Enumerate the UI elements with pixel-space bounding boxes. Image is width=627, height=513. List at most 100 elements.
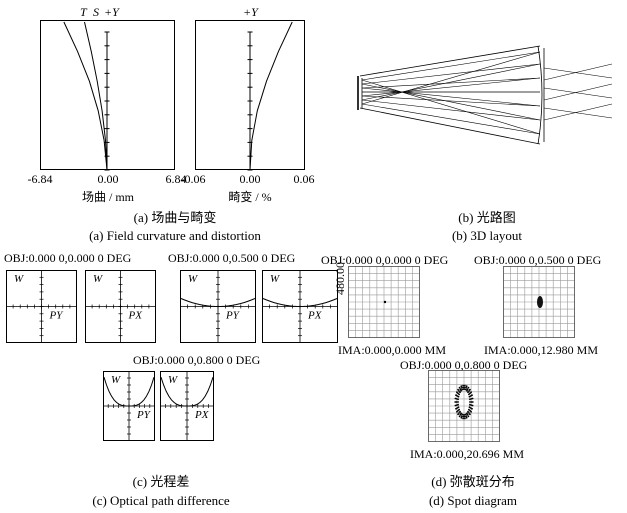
distortion-plot <box>195 20 305 171</box>
ray <box>361 77 541 89</box>
opd-plot-px: WPX <box>160 371 214 441</box>
spot-point <box>469 388 471 391</box>
spot-point <box>469 401 471 403</box>
fc-label-t: T <box>80 5 87 19</box>
spot-point <box>456 391 458 394</box>
spot-point <box>465 387 468 389</box>
caption-c-en: (c) Optical path difference <box>92 493 230 508</box>
spot-point <box>468 393 470 396</box>
ray-exit <box>543 83 613 101</box>
spot-point <box>457 409 459 412</box>
ray-exit <box>543 103 613 121</box>
spot-point <box>466 389 468 392</box>
plot-axis <box>104 31 110 171</box>
spot-point <box>470 410 472 413</box>
opd-plot-py: WPY <box>180 270 256 343</box>
opd-frame <box>180 270 256 343</box>
spot-frame <box>348 266 420 338</box>
dist-tick-max: 0.06 <box>293 172 315 186</box>
opd-curve <box>180 298 256 308</box>
spot-point <box>465 388 467 391</box>
spot-point <box>383 300 387 304</box>
dist-label-plus-y: +Y <box>243 5 258 19</box>
spot-point <box>459 413 462 416</box>
ray-outline-top <box>359 45 541 77</box>
caption-d-cn: (d) 弥散斑分布 <box>431 474 515 489</box>
spot-point <box>454 401 457 403</box>
spot-point <box>470 391 472 394</box>
spot-point <box>467 410 469 413</box>
opd-py-label: PY <box>49 310 65 322</box>
dist-tick-zero: 0.00 <box>239 172 261 186</box>
opd-py-label: PY <box>136 409 152 421</box>
spot-point <box>471 404 474 407</box>
ray <box>361 103 541 135</box>
ray-fan <box>361 51 613 135</box>
spot-point <box>470 404 473 406</box>
spot-frame <box>428 370 500 442</box>
spot-point <box>460 415 463 417</box>
spot-point <box>471 397 474 400</box>
opd-px-label: PX <box>128 310 144 322</box>
caption-a-en: (a) Field curvature and distortion <box>89 228 261 243</box>
spot-diagram <box>503 266 575 338</box>
spot-point <box>455 398 458 400</box>
caption-a-cn: (a) 场曲与畸变 <box>133 210 217 225</box>
spot-point <box>458 412 460 414</box>
opd-frame <box>262 270 338 343</box>
lens-element <box>537 45 543 145</box>
spot-point <box>458 408 460 411</box>
spot-point <box>469 413 471 416</box>
spot-point <box>462 384 464 387</box>
spot-point <box>458 415 461 418</box>
spot-point <box>466 413 469 416</box>
caption-b-en: (b) 3D layout <box>451 228 523 243</box>
ray <box>361 51 541 81</box>
opd-obj-label-1: OBJ:0.000 0,0.000 0 DEG <box>4 251 132 265</box>
ray-exit <box>543 107 613 119</box>
ray-exit <box>543 87 613 99</box>
spot-point <box>458 393 460 396</box>
fc-axis-label: 场曲 / mm <box>81 190 135 204</box>
spot-obj-label-2: OBJ:0.000 0,0.500 0 DEG <box>474 253 602 267</box>
ray <box>361 83 541 121</box>
opd-plot-px: W PX <box>85 270 156 343</box>
spot-point <box>464 384 466 387</box>
spot-point <box>465 416 468 419</box>
curve-+Y <box>249 21 293 171</box>
spot-point <box>471 401 474 403</box>
spot-point <box>455 404 458 406</box>
spot-point <box>457 401 459 403</box>
caption-c-cn: (c) 光程差 <box>132 474 190 489</box>
opd-w-label: W <box>168 374 178 386</box>
curve-group <box>63 21 108 171</box>
plot-axis <box>247 31 253 171</box>
spot-point <box>458 386 461 389</box>
opd-w-label: W <box>93 273 103 285</box>
spot-point <box>467 415 470 418</box>
opd-frame <box>160 371 214 441</box>
spot-point <box>455 394 457 397</box>
fc-label-plus-y: +Y <box>104 5 119 19</box>
spot-point <box>469 409 471 412</box>
spot-point <box>468 408 470 411</box>
dist-axis-label: 畸变 / % <box>228 190 272 204</box>
fc-tick-zero: 0.00 <box>97 172 119 186</box>
spot-point <box>459 388 462 391</box>
spot-point <box>468 390 470 392</box>
spot-point <box>458 390 460 392</box>
opd-w-label: W <box>270 273 280 285</box>
opd-frame <box>6 270 77 343</box>
spot-point <box>460 387 463 389</box>
spot-point <box>469 392 471 395</box>
opd-curve <box>103 377 155 407</box>
opd-plot-py: WPY <box>103 371 155 441</box>
spot-point <box>462 386 465 389</box>
caption-b-cn: (b) 光路图 <box>458 210 516 225</box>
curve-group <box>249 21 293 171</box>
spot-point <box>465 385 468 388</box>
fc-tick-min: -6.84 <box>27 172 53 186</box>
opd-curve <box>262 298 338 308</box>
ray <box>361 51 541 105</box>
opd-curve <box>160 377 214 407</box>
